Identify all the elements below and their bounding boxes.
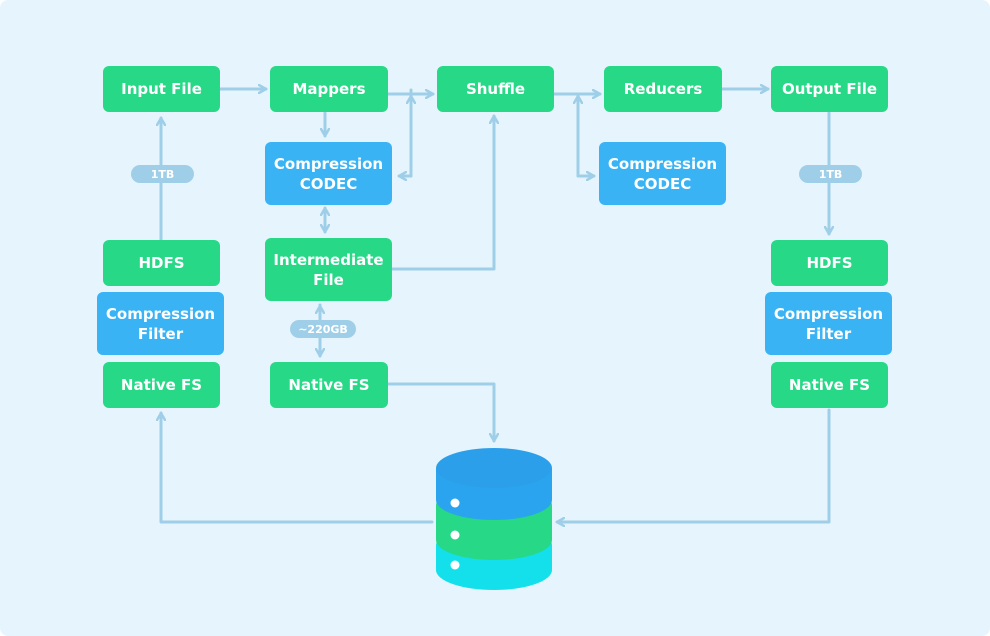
arrow-nativefs-to-db: [386, 382, 494, 443]
link-codec-to-map-junction: [397, 88, 413, 176]
shuffle-node: Shuffle: [437, 66, 554, 112]
right-size-label: 1TB: [799, 165, 862, 183]
mappers-node: Mappers: [270, 66, 388, 112]
left-hdfs-node: HDFS: [103, 240, 220, 286]
reduce-compression-codec-node: Compression CODEC: [599, 142, 726, 205]
database-icon: [436, 448, 552, 590]
arrow-right-nativefs-to-db: [555, 408, 831, 522]
left-native-fs-node: Native FS: [103, 362, 220, 408]
output-file-node: Output File: [771, 66, 888, 112]
left-compression-filter-node: Compression Filter: [97, 292, 224, 355]
arrow-db-to-left-nativefs: [161, 411, 434, 524]
intermediate-file-node: Intermediate File: [265, 238, 392, 301]
left-size-label: 1TB: [131, 165, 194, 183]
intermediate-size-label: ~220GB: [290, 320, 356, 338]
input-file-node: Input File: [103, 66, 220, 112]
right-native-fs-node: Native FS: [771, 362, 888, 408]
arrow-intermediate-to-shuffle: [390, 114, 494, 271]
mid-native-fs-node: Native FS: [270, 362, 388, 408]
map-compression-codec-node: Compression CODEC: [265, 142, 392, 205]
right-hdfs-node: HDFS: [771, 240, 888, 286]
right-compression-filter-node: Compression Filter: [765, 292, 892, 355]
reducers-node: Reducers: [604, 66, 722, 112]
arrow-reduce-junction-to-codec: [576, 98, 596, 176]
